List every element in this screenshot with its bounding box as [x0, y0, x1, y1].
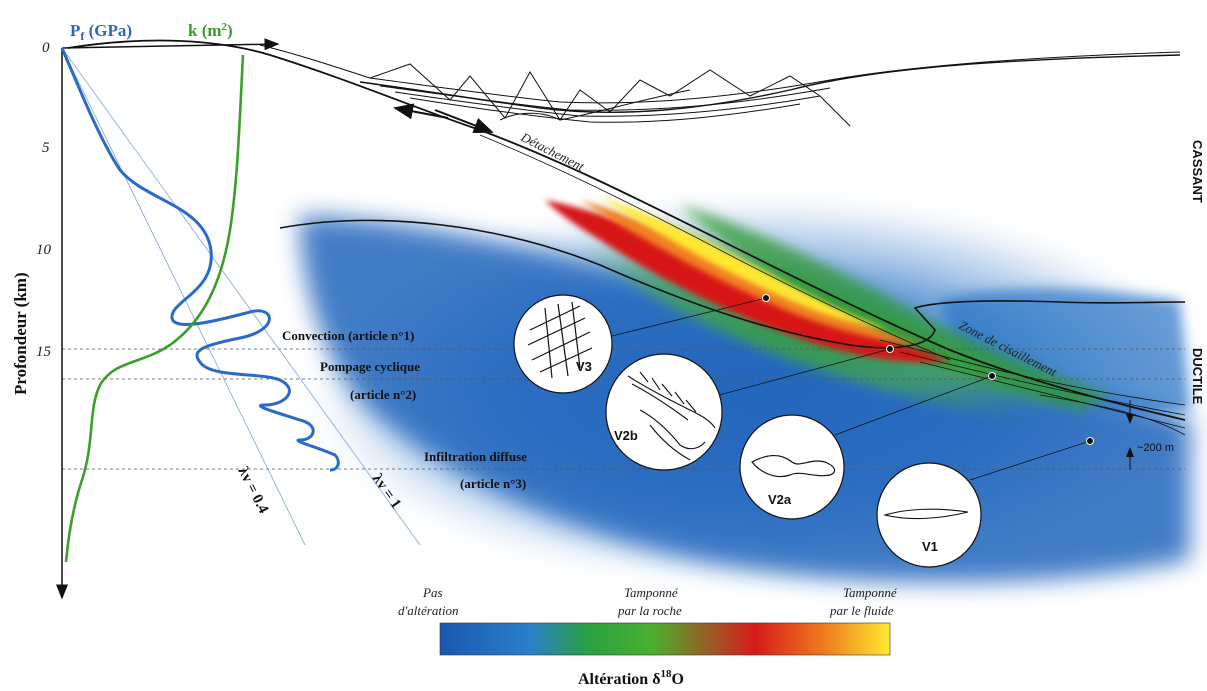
colorbar-mid-label-2: par la roche — [617, 603, 682, 618]
colorbar-right-label-1: Tamponné — [843, 585, 898, 600]
depth-tick-0: 0 — [42, 40, 50, 56]
vein-circle-v1 — [876, 462, 982, 568]
hot-alteration-core — [545, 197, 950, 362]
leader-dots — [762, 294, 1094, 445]
depth-tick-10: 10 — [36, 242, 52, 258]
colorbar — [439, 622, 891, 656]
depth-guides — [62, 348, 1185, 470]
vein-label-v2b: V2b — [614, 428, 638, 443]
colorbar-left-label-2: d'altération — [398, 603, 459, 618]
depth-tick-15: 15 — [36, 344, 52, 360]
depth-tick-5: 5 — [42, 140, 50, 156]
k-axis-label: k (m2) — [188, 21, 233, 40]
vein-label-v3: V3 — [576, 359, 592, 374]
topography — [259, 44, 1181, 127]
colorbar-right-label-2: par le fluide — [829, 603, 894, 618]
pumping-ref-label: (article n°2) — [350, 387, 416, 402]
lambda-lines — [61, 47, 421, 546]
vein-circle-v2a — [739, 414, 845, 520]
pf-curve — [60, 47, 340, 472]
depth-axis-title: Profondeur (km) — [11, 272, 30, 395]
colorbar-left-label-1: Pas — [422, 585, 443, 600]
convection-label: Convection (article n°1) — [282, 328, 414, 343]
vein-circle-v2b — [605, 353, 723, 471]
lambda-04-label: λv = 0.4 — [234, 465, 271, 517]
ductile-label: DUCTILE — [1190, 348, 1205, 405]
pf-axis-label: Pf (GPa) — [70, 21, 132, 43]
vein-circle-v3 — [513, 294, 613, 394]
detachment-fault — [67, 39, 1186, 436]
detachment-label: Détachement — [518, 129, 587, 174]
thickness-label: ~200 m — [1137, 442, 1174, 454]
blue-alteration-zone — [290, 190, 1207, 590]
infiltration-label: Infiltration diffuse — [424, 449, 527, 464]
infiltration-ref-label: (article n°3) — [460, 476, 526, 491]
colorbar-title: Altération δ18O — [578, 668, 684, 688]
brittle-label: CASSANT — [1190, 140, 1205, 203]
k-curve — [64, 54, 245, 563]
depth-axis — [56, 38, 280, 600]
vein-label-v2a: V2a — [768, 492, 792, 507]
leader-lines — [611, 297, 1091, 481]
vein-label-v1: V1 — [922, 539, 938, 554]
pumping-label: Pompage cyclique — [320, 359, 420, 374]
colorbar-mid-label-1: Tamponné — [624, 585, 679, 600]
